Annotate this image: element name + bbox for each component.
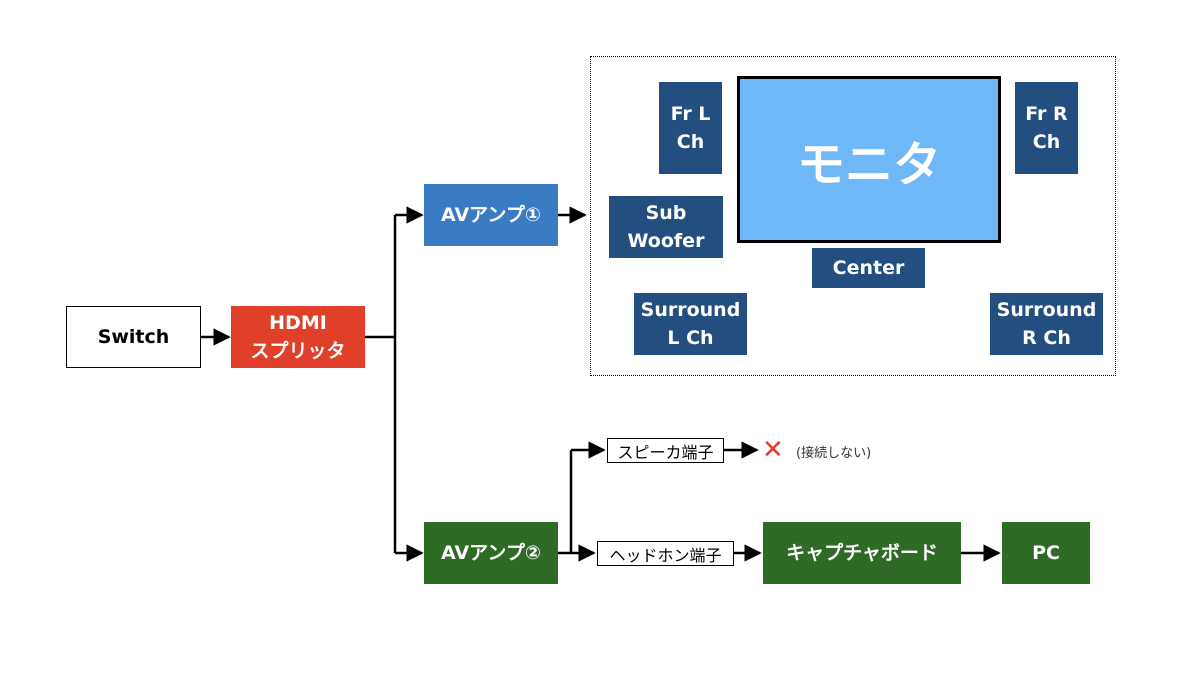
speaker-center: Center [812, 248, 925, 288]
speaker-subwoofer: Sub Woofer [609, 196, 723, 258]
av-amp-2-node: AVアンプ② [424, 522, 558, 584]
room-area [590, 56, 1116, 376]
x-mark-icon: ✕ [762, 435, 784, 465]
capture-board-node: キャプチャボード [763, 522, 961, 584]
speaker-surround-right: Surround R Ch [990, 293, 1103, 355]
speaker-surround-left: Surround L Ch [634, 293, 747, 355]
not-connected-note: (接続しない) [796, 446, 872, 461]
switch-node: Switch [66, 306, 201, 368]
speaker-terminal-label: スピーカ端子 [607, 438, 724, 463]
headphone-terminal-label: ヘッドホン端子 [597, 541, 734, 566]
hdmi-splitter-node: HDMI スプリッタ [231, 306, 365, 368]
pc-node: PC [1002, 522, 1090, 584]
speaker-front-left: Fr L Ch [659, 82, 722, 174]
av-amp-1-node: AVアンプ① [424, 184, 558, 246]
speaker-front-right: Fr R Ch [1015, 82, 1078, 174]
monitor-node: モニタ [737, 76, 1001, 243]
